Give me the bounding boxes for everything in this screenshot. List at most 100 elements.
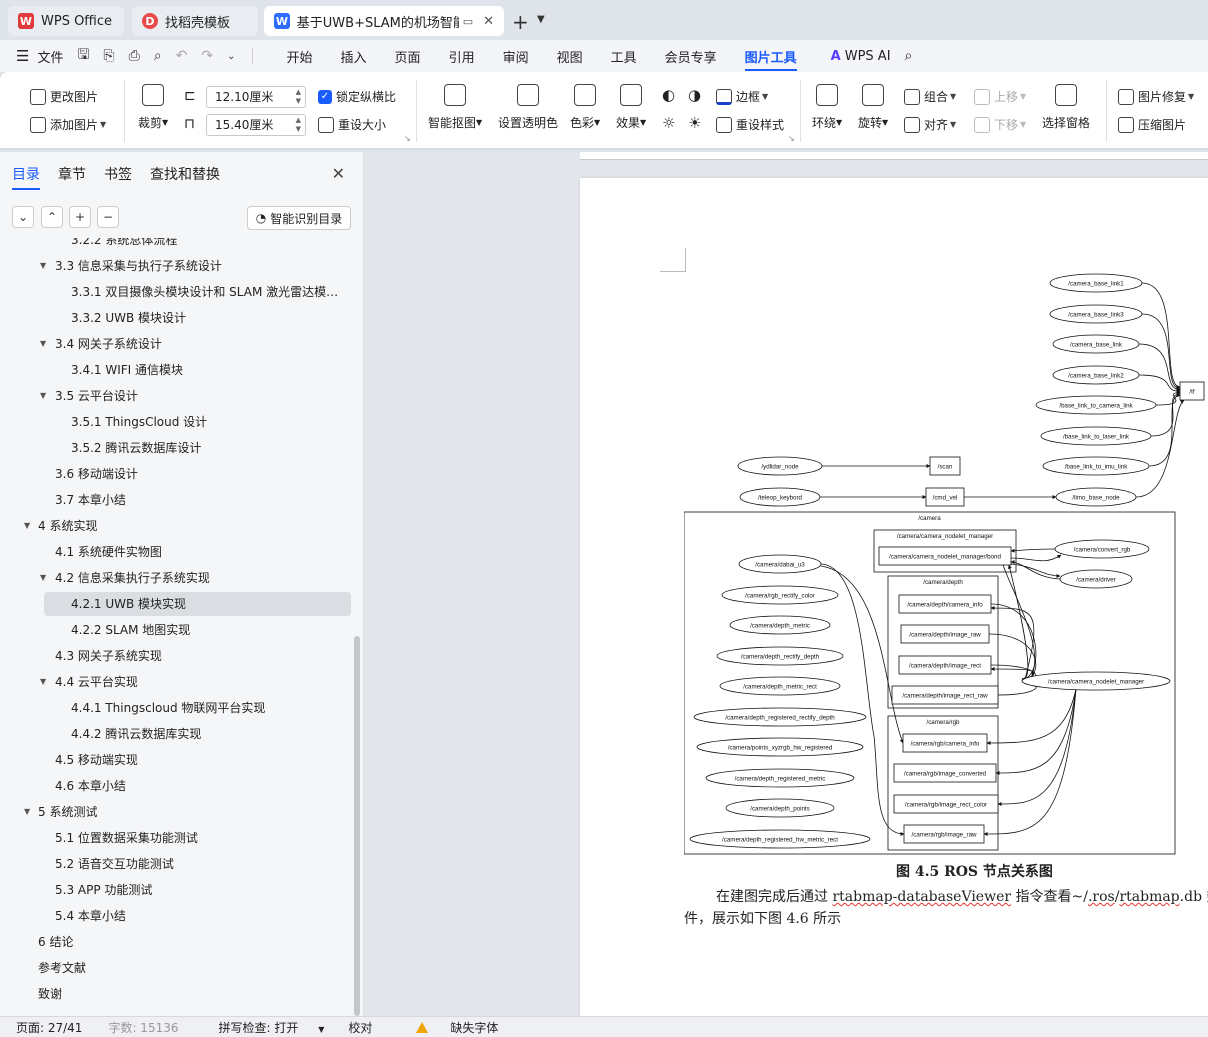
hamburger-menu-icon[interactable]: ☰ [16,47,30,65]
toc-item[interactable]: 4.2.2 SLAM 地图实现 [0,618,352,642]
graph-node-ellipse[interactable] [721,585,839,605]
print-preview-icon[interactable]: ⌕ [153,48,162,64]
contrast-icon[interactable]: ☀ [688,114,702,132]
menu-member[interactable]: 会员专享 [664,50,717,66]
graph-topic-box[interactable] [925,487,965,507]
graph-topic-box[interactable] [893,794,999,814]
expand-triangle-icon[interactable]: ▼ [24,521,31,530]
menu-review[interactable]: 审阅 [502,50,529,66]
tab-bookmarks[interactable]: 书签 [104,167,132,183]
toc-item[interactable]: 3.2.2 系统总体流程 [0,238,352,252]
undo-icon[interactable]: ↶ [175,48,188,64]
scrollbar-thumb[interactable] [354,636,360,1016]
toc-item[interactable]: ▼3.5 云平台设计 [0,384,352,408]
wps-ai-button[interactable]: A WPS AI [831,49,891,64]
color-button[interactable]: 色彩▼ [570,84,600,131]
graph-node-ellipse[interactable] [737,456,823,476]
tab-chapters[interactable]: 章节 [58,167,86,183]
graph-topic-box[interactable] [878,546,1012,566]
graph-node-ellipse[interactable] [716,646,844,666]
toc-item[interactable]: 3.3.1 双目摄像头模块设计和 SLAM 激光雷达模… [0,280,352,304]
missing-font-button[interactable]: 缺失字体 [400,1019,498,1036]
remove-heading-minus-icon[interactable]: − [97,206,119,228]
proofread-button[interactable]: 校对 [348,1020,373,1035]
toc-item[interactable]: ▼4.2 信息采集执行子系统实现 [0,566,352,590]
move-up-button[interactable]: 上移 ▼ [974,88,1026,105]
smart-toc-button[interactable]: ◔ 智能识别目录 [247,206,351,230]
expand-triangle-icon[interactable]: ▼ [40,677,47,686]
smart-cutout-button[interactable]: 智能抠图▼ [428,84,482,131]
print-icon[interactable]: ⎙ [128,48,140,64]
border-button[interactable]: 边框 ▼ [716,88,768,105]
expand-corner-icon[interactable]: ↘ [404,134,411,143]
tab-toc[interactable]: 目录 [12,164,40,190]
graph-node-ellipse[interactable] [705,768,855,788]
spell-check-toggle[interactable]: 拼写检查: 打开 ▼ [203,1019,325,1036]
rotate-right-icon[interactable]: ◑ [688,86,702,104]
expand-triangle-icon[interactable]: ▼ [24,807,31,816]
set-transparent-button[interactable]: 设置透明色 [498,84,558,131]
compress-picture-button[interactable]: 压缩图片 [1118,116,1186,133]
rotate-button[interactable]: 旋转▼ [858,84,888,131]
graph-topic-box[interactable] [900,624,990,644]
graph-node-ellipse[interactable] [1059,569,1133,589]
change-picture-button[interactable]: 更改图片 [30,88,98,105]
chevron-down-icon[interactable]: ▼ [537,14,545,25]
height-input[interactable]: 15.40厘米 ▲▼ [206,114,306,136]
toc-item[interactable]: ▼5 系统测试 [0,800,352,824]
word-count[interactable]: 字数: 15136 [108,1020,179,1035]
graph-node-ellipse[interactable] [738,554,822,574]
toc-item[interactable]: 4.1 系统硬件实物图 [0,540,352,564]
wrap-button[interactable]: 环绕▼ [812,84,842,131]
graph-topic-box[interactable] [1179,381,1205,401]
picture-repair-button[interactable]: 图片修复 ▼ [1118,88,1194,105]
toc-item[interactable]: 4.4.1 Thingscloud 物联网平台实现 [0,696,352,720]
toc-item[interactable]: 参考文献 [0,956,352,980]
search-icon[interactable]: ⌕ [904,48,913,64]
export-icon[interactable]: ⎘ [103,48,115,64]
graph-topic-box[interactable] [898,594,992,614]
align-button[interactable]: 对齐 ▼ [904,116,956,133]
close-icon[interactable]: ✕ [331,164,345,183]
lock-ratio-checkbox[interactable]: ✓ 锁定纵横比 [318,88,396,105]
expand-corner-icon[interactable]: ↘ [788,134,795,143]
graph-node-ellipse[interactable] [1054,539,1150,559]
toc-item[interactable]: 5.3 APP 功能测试 [0,878,352,902]
graph-node-ellipse[interactable] [1035,395,1157,415]
graph-node-ellipse[interactable] [719,676,841,696]
crop-button[interactable]: 裁剪▼ [138,84,168,131]
toc-item[interactable]: 6 结论 [0,930,352,954]
new-tab-plus-icon[interactable]: + [512,10,529,34]
collapse-chevron-down-icon[interactable]: ⌄ [12,206,34,228]
graph-node-ellipse[interactable] [1052,365,1140,385]
menu-file[interactable]: 文件 [37,50,64,66]
graph-node-ellipse[interactable] [1049,273,1143,293]
menu-references[interactable]: 引用 [448,50,475,66]
chevron-down-icon[interactable]: ⌄ [227,50,236,62]
add-heading-plus-icon[interactable]: + [69,206,91,228]
tab-docer-templates[interactable]: D 找稻壳模板 [132,6,258,36]
graph-topic-box[interactable] [929,456,961,476]
close-tab-icon[interactable]: ✕ [483,13,494,29]
toc-item[interactable]: 3.6 移动端设计 [0,462,352,486]
toc-item[interactable]: 4.6 本章小结 [0,774,352,798]
graph-node-ellipse[interactable] [689,829,871,849]
redo-icon[interactable]: ↷ [201,48,214,64]
graph-node-ellipse[interactable] [696,737,864,757]
menu-home[interactable]: 开始 [286,50,313,66]
toc-item[interactable]: 3.5.2 腾讯云数据库设计 [0,436,352,460]
reset-size-button[interactable]: 重设大小 [318,116,386,133]
graph-node-ellipse[interactable] [1021,671,1171,691]
page-count[interactable]: 页面: 27/41 [16,1020,83,1035]
graph-topic-box[interactable] [903,824,985,844]
selection-pane-button[interactable]: 选择窗格 [1042,84,1090,131]
expand-triangle-icon[interactable]: ▼ [40,261,47,270]
toc-item[interactable]: 4.3 网关子系统实现 [0,644,352,668]
tab-find-replace[interactable]: 查找和替换 [150,167,220,183]
expand-triangle-icon[interactable]: ▼ [40,573,47,582]
toc-item[interactable]: 3.7 本章小结 [0,488,352,512]
add-picture-button[interactable]: 添加图片 ▼ [30,116,106,133]
graph-topic-box[interactable] [898,655,992,675]
chevron-up-icon[interactable]: ⌃ [41,206,63,228]
toc-item[interactable]: 5.4 本章小结 [0,904,352,928]
